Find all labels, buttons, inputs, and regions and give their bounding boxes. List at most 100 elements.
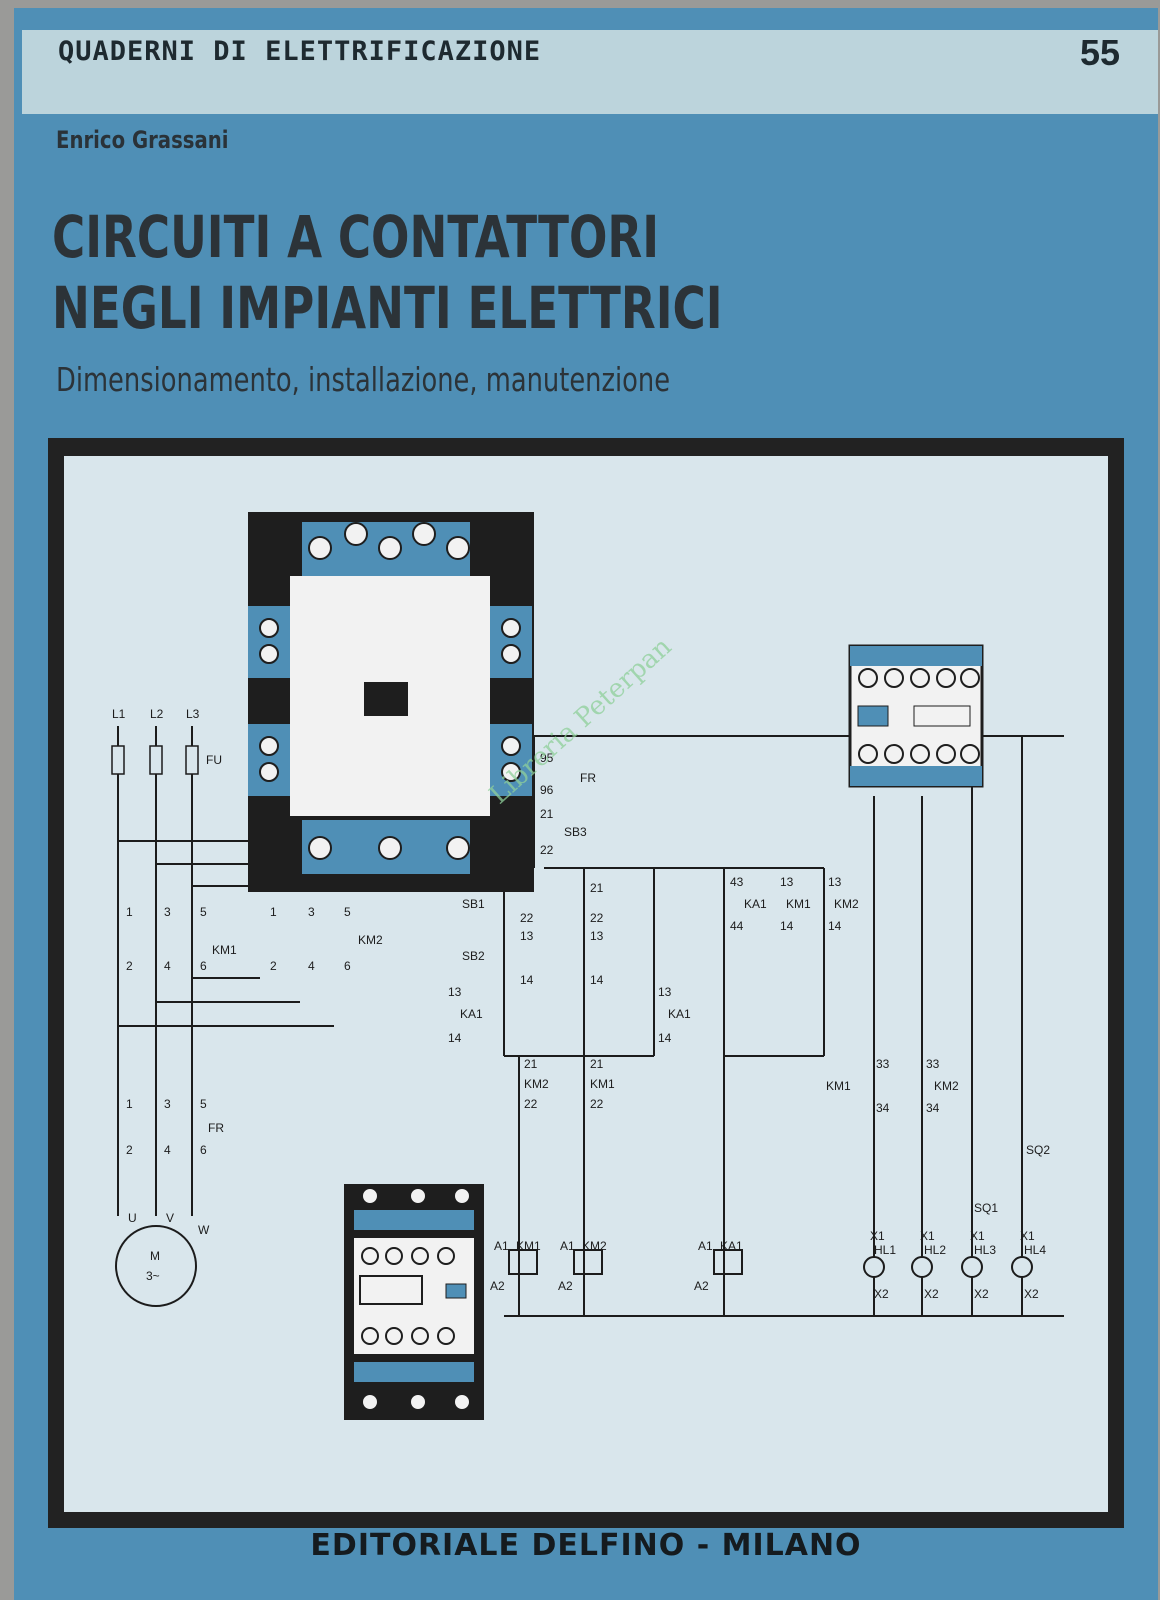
motor-type: 3~	[146, 1269, 160, 1283]
fr-terminal: 1	[126, 1097, 133, 1111]
terminal-label: 1	[126, 905, 133, 919]
ka1-contact-label: 13	[658, 985, 672, 999]
interlock-label: 21	[590, 1057, 604, 1071]
sb3-label: 21	[540, 807, 554, 821]
sb2-label: 21	[590, 881, 604, 895]
lamp-terminal: X2	[924, 1287, 939, 1301]
fr-terminal: 4	[164, 1143, 171, 1157]
sb1-label: SB1	[462, 897, 485, 911]
sb1-label: 22	[520, 911, 534, 925]
terminal-label: 4	[164, 959, 171, 973]
sb1-label: 13	[520, 929, 534, 943]
coil-label: KM1	[516, 1239, 541, 1253]
motor-terminal: W	[198, 1223, 210, 1237]
terminal-label: 1	[270, 905, 277, 919]
sb2-label: SB2	[462, 949, 485, 963]
sb2-label: 22	[590, 911, 604, 925]
lamp-terminal: X2	[974, 1287, 989, 1301]
fr-terminal: 6	[200, 1143, 207, 1157]
interlock-label: KM2	[524, 1077, 549, 1091]
terminal-label: 2	[270, 959, 277, 973]
publisher: EDITORIALE DELFINO - MILANO	[310, 1528, 862, 1563]
fr-contact-label: 95	[540, 751, 554, 765]
lamp-terminal: X2	[874, 1287, 889, 1301]
title-line-2: NEGLI IMPIANTI ELETTRICI	[52, 273, 723, 342]
aux-contact-label: 13	[780, 875, 794, 889]
sb3-label: 22	[540, 843, 554, 857]
fr-terminal: 2	[126, 1143, 133, 1157]
interlock-label: KM1	[590, 1077, 615, 1091]
series-band	[22, 30, 1158, 114]
author-name: Enrico Grassani	[56, 126, 229, 154]
limit-switch-label: SQ1	[974, 1201, 998, 1215]
book-subtitle: Dimensionamento, installazione, manutenz…	[56, 360, 671, 399]
interlock-label: 22	[524, 1097, 538, 1111]
book-cover: QUADERNI DI ELETTRIFICAZIONE 55 Enrico G…	[14, 8, 1158, 1600]
lamp-terminal: X1	[1020, 1229, 1035, 1243]
aux-contact-label: 44	[730, 919, 744, 933]
contactor-illustration-right	[848, 644, 984, 788]
phase-label: L2	[150, 707, 164, 721]
coil-label: A1	[560, 1239, 575, 1253]
aux-contact-label: 13	[828, 875, 842, 889]
terminal-label: 5	[344, 905, 351, 919]
phase-label: L1	[112, 707, 126, 721]
ka1-contact-label: 13	[448, 985, 462, 999]
aux-contact-label: 43	[730, 875, 744, 889]
sb2-label: 13	[590, 929, 604, 943]
thermal-relay-label: FR	[208, 1121, 224, 1135]
lamp-label: HL1	[874, 1243, 896, 1257]
terminal-label: 6	[200, 959, 207, 973]
lamp-contact-label: 34	[876, 1101, 890, 1115]
terminal-label: 5	[200, 905, 207, 919]
aux-contact-label: KM1	[786, 897, 811, 911]
aux-contact-label: KA1	[744, 897, 767, 911]
phase-label: L3	[186, 707, 200, 721]
coil-label: A2	[694, 1279, 709, 1293]
motor-label: M	[150, 1249, 160, 1263]
sb2-label: 14	[520, 973, 534, 987]
lamp-contact-label: 34	[926, 1101, 940, 1115]
limit-switch-label: SQ2	[1026, 1143, 1050, 1157]
illustration-panel	[64, 456, 1108, 1512]
terminal-label: 6	[344, 959, 351, 973]
lamp-contact-label: 33	[876, 1057, 890, 1071]
circuit-diagram: L1 L2 L3 FU 1 3 5 1 3 5 2 4 6 2 4 6 KM1 …	[111, 512, 1064, 1420]
aux-contact-label: 14	[828, 919, 842, 933]
lamp-terminal: X2	[1024, 1287, 1039, 1301]
lamp-contact-label: KM2	[934, 1079, 959, 1093]
terminal-label: 4	[308, 959, 315, 973]
terminal-label: 2	[126, 959, 133, 973]
motor-terminal: U	[128, 1211, 137, 1225]
terminal-label: 3	[308, 905, 315, 919]
lamp-label: HL3	[974, 1243, 996, 1257]
contactor-illustration-small	[344, 1184, 484, 1420]
aux-contact-label: 14	[780, 919, 794, 933]
coil-label: A2	[558, 1279, 573, 1293]
lamp-contact-label: 33	[926, 1057, 940, 1071]
lamp-terminal: X1	[870, 1229, 885, 1243]
fr-relay-label: FR	[580, 771, 596, 785]
ka1-contact-label: KA1	[668, 1007, 691, 1021]
book-title: CIRCUITI A CONTATTORI NEGLI IMPIANTI ELE…	[52, 202, 723, 344]
ka1-contact-label: 14	[448, 1031, 462, 1045]
sb3-label: SB3	[564, 825, 587, 839]
coil-label: KM2	[582, 1239, 607, 1253]
interlock-label: 21	[524, 1057, 538, 1071]
lamp-terminal: X1	[920, 1229, 935, 1243]
fr-contact-label: 96	[540, 783, 554, 797]
lamp-terminal: X1	[970, 1229, 985, 1243]
fuse-label: FU	[206, 753, 222, 767]
lamp-label: HL2	[924, 1243, 946, 1257]
coil-label: A2	[490, 1279, 505, 1293]
contactor-label: KM2	[358, 933, 383, 947]
fr-terminal: 5	[200, 1097, 207, 1111]
aux-contact-label: KM2	[834, 897, 859, 911]
coil-label: KA1	[720, 1239, 743, 1253]
motor-terminal: V	[166, 1211, 174, 1225]
contactor-label: KM1	[212, 943, 237, 957]
coil-label: A1	[698, 1239, 713, 1253]
lamp-contact-label: KM1	[826, 1079, 851, 1093]
lamp-label: HL4	[1024, 1243, 1046, 1257]
ka1-contact-label: KA1	[460, 1007, 483, 1021]
